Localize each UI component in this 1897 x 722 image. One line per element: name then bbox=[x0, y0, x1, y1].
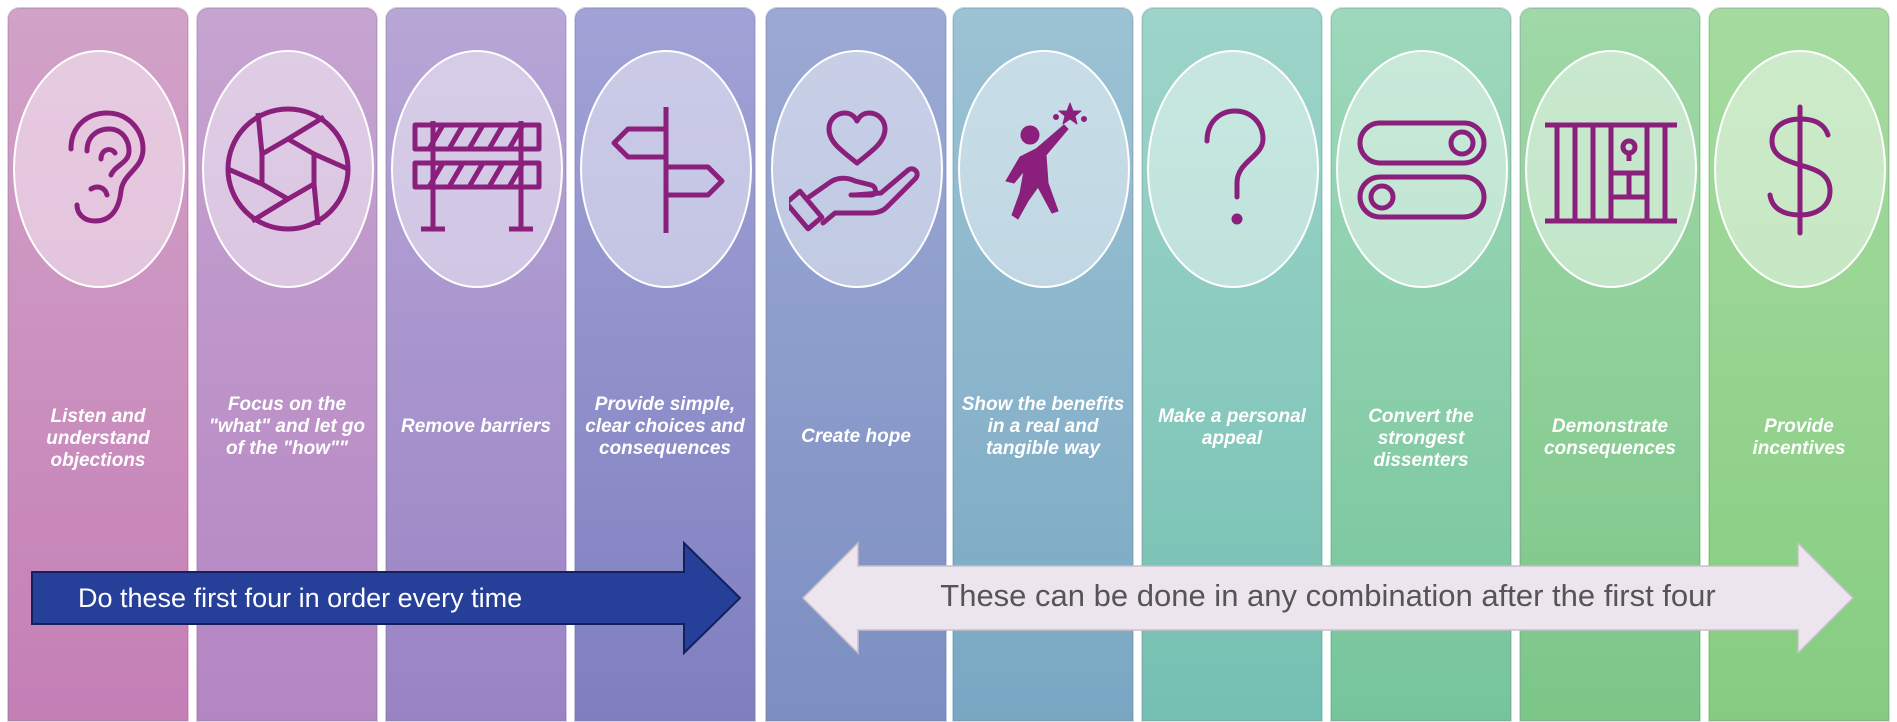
step-label: Focus on the "what" and let go of the "h… bbox=[205, 394, 369, 594]
step-label: Provide simple, clear choices and conseq… bbox=[583, 394, 747, 594]
step-label: Show the benefits in a real and tangible… bbox=[961, 394, 1125, 594]
icon-oval bbox=[771, 50, 943, 288]
first-four-arrow-text: Do these first four in order every time bbox=[78, 583, 523, 613]
step-column-8: Convert the strongest dissenters bbox=[1330, 7, 1512, 722]
first-four-arrow: Do these first four in order every time bbox=[28, 540, 744, 656]
icon-oval bbox=[1525, 50, 1697, 288]
jail-cell-icon bbox=[1545, 122, 1677, 224]
reaching-star-icon bbox=[1005, 102, 1087, 220]
heart-in-hand-icon bbox=[789, 110, 920, 232]
camera-aperture-icon bbox=[225, 106, 351, 232]
step-label: Convert the strongest dissenters bbox=[1339, 406, 1503, 606]
step-label: Demonstrate consequences bbox=[1528, 416, 1692, 616]
step-label: Create hope bbox=[774, 426, 938, 626]
signpost-icon bbox=[611, 107, 725, 233]
step-label-text: Focus on the "what" and let go of the "h… bbox=[208, 394, 366, 459]
step-label: Make a personal appeal bbox=[1150, 406, 1314, 606]
step-column-3: Remove barriers bbox=[385, 7, 567, 722]
any-combination-arrow: These can be done in any combination aft… bbox=[800, 540, 1856, 656]
icon-oval bbox=[1336, 50, 1508, 288]
step-label-text: Show the benefits in a real and tangible… bbox=[961, 394, 1125, 459]
step-label-text: Demonstrate consequences bbox=[1544, 416, 1676, 459]
step-label-text: Remove barriers bbox=[401, 416, 551, 437]
icon-oval bbox=[958, 50, 1130, 288]
icon-oval bbox=[202, 50, 374, 288]
step-label-text: Create hope bbox=[801, 426, 911, 447]
dollar-sign-icon bbox=[1767, 104, 1833, 236]
ear-icon bbox=[68, 110, 146, 224]
step-label-text: Make a personal appeal bbox=[1158, 406, 1306, 449]
step-label: Provide incentives bbox=[1717, 416, 1881, 616]
any-combination-arrow-text: These can be done in any combination aft… bbox=[940, 578, 1716, 613]
icon-oval bbox=[391, 50, 563, 288]
step-label-text: Convert the strongest dissenters bbox=[1368, 406, 1474, 471]
icon-oval bbox=[580, 50, 752, 288]
step-label: Listen and understand objections bbox=[16, 406, 180, 606]
step-label-text: Provide incentives bbox=[1752, 416, 1846, 459]
icon-oval bbox=[13, 50, 185, 288]
step-label-text: Listen and understand objections bbox=[46, 406, 150, 471]
icon-oval bbox=[1147, 50, 1319, 288]
icon-oval bbox=[1714, 50, 1886, 288]
toggle-switches-icon bbox=[1357, 120, 1487, 220]
question-mark-icon bbox=[1204, 108, 1266, 225]
barrier-icon bbox=[412, 121, 542, 232]
step-label-text: Provide simple, clear choices and conseq… bbox=[585, 394, 745, 459]
step-label: Remove barriers bbox=[394, 416, 558, 616]
